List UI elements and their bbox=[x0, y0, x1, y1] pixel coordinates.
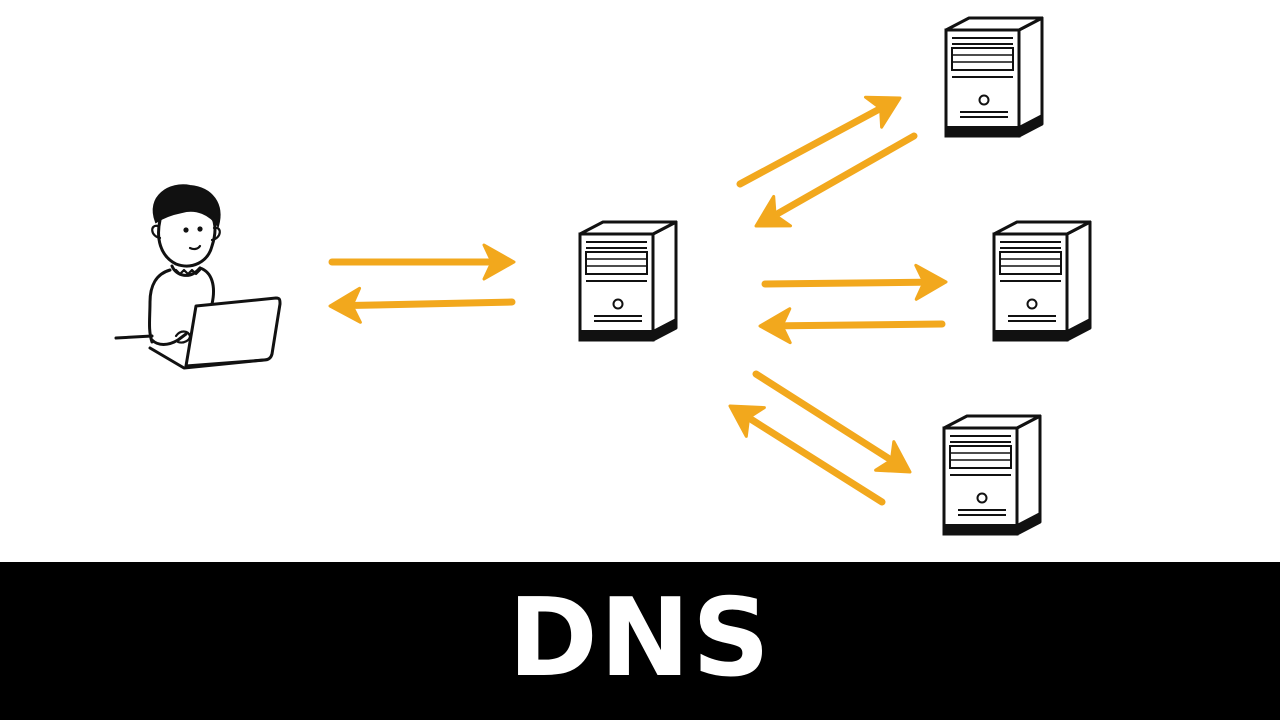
arrow-resolver-to-user bbox=[328, 286, 516, 324]
resolver-server-icon bbox=[578, 220, 678, 342]
caption-bar: DNS bbox=[0, 562, 1280, 720]
arrow-resolver-to-server-middle bbox=[761, 263, 948, 301]
arrow-shaft bbox=[761, 278, 924, 288]
arrow-head bbox=[728, 404, 766, 438]
arrow-server-middle-to-resolver bbox=[758, 307, 946, 345]
arrow-head bbox=[914, 263, 948, 301]
arrow-head bbox=[754, 194, 792, 228]
arrow-shaft bbox=[782, 320, 946, 330]
arrow-resolver-to-server-bottom bbox=[752, 370, 912, 474]
arrow-resolver-to-server-top bbox=[736, 95, 902, 188]
top-server-icon bbox=[944, 16, 1044, 138]
arrow-shaft bbox=[748, 416, 886, 506]
dns-diagram bbox=[114, 16, 1092, 536]
arrow-server-top-to-resolver bbox=[754, 132, 918, 228]
middle-server-icon bbox=[992, 220, 1092, 342]
arrow-shaft bbox=[736, 106, 881, 188]
arrows-group bbox=[328, 95, 948, 506]
arrow-head bbox=[482, 243, 516, 281]
bottom-server-icon bbox=[942, 414, 1042, 536]
caption-title: DNS bbox=[508, 576, 772, 701]
arrow-head bbox=[328, 286, 362, 324]
arrow-server-bottom-to-resolver bbox=[728, 404, 886, 506]
arrow-head bbox=[864, 95, 902, 129]
arrow-head bbox=[874, 440, 912, 474]
arrow-head bbox=[758, 307, 792, 345]
arrow-user-to-resolver bbox=[328, 243, 516, 281]
arrow-shaft bbox=[352, 298, 516, 309]
person-with-laptop-icon bbox=[114, 184, 282, 370]
arrow-shaft bbox=[775, 132, 918, 217]
arrow-shaft bbox=[752, 370, 892, 462]
